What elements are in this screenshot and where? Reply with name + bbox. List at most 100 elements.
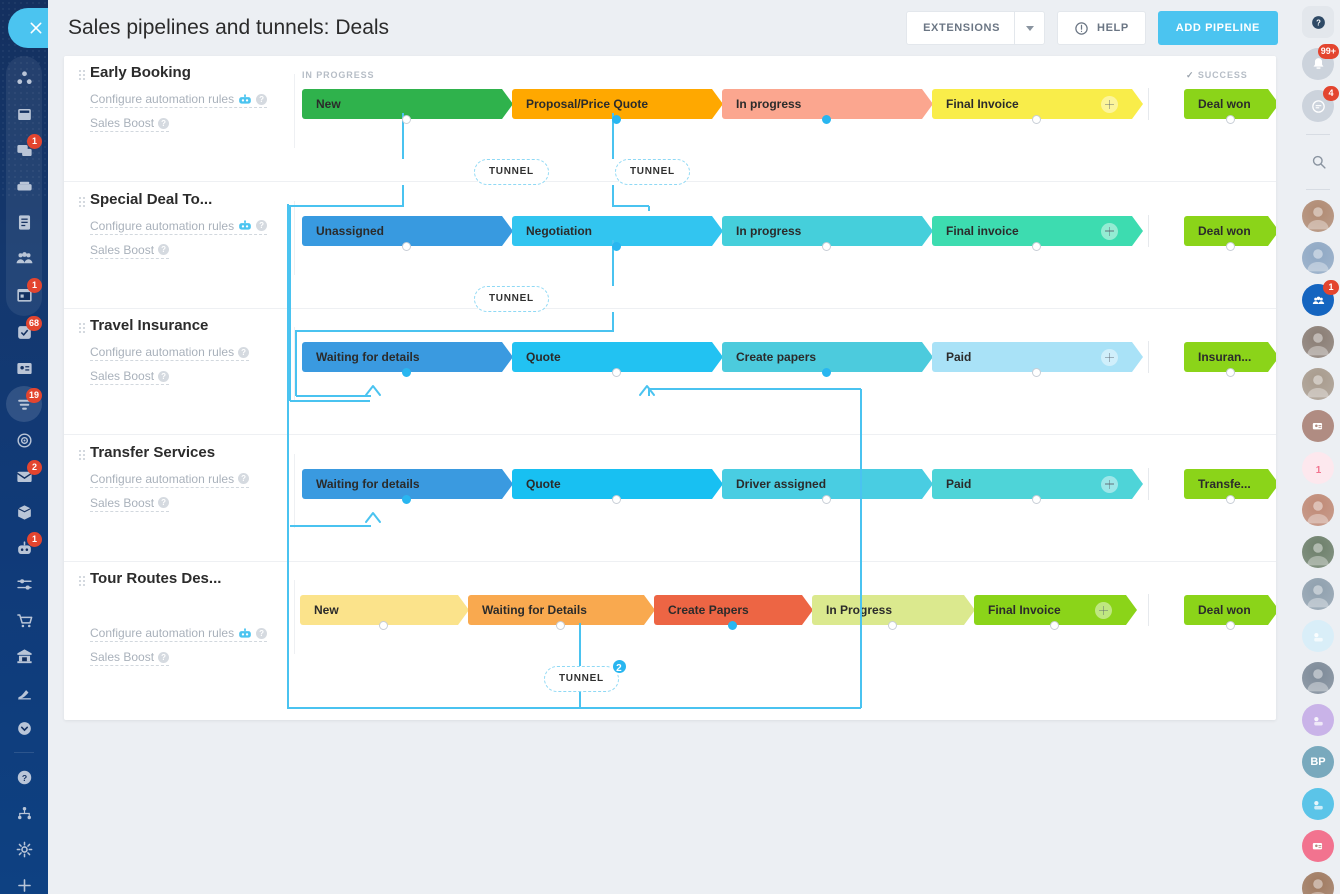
help-hint-icon[interactable]: ? <box>158 244 170 255</box>
close-icon[interactable] <box>8 8 48 48</box>
pipeline-stage[interactable]: Waiting for Details <box>468 595 655 630</box>
stage-connector-node[interactable] <box>1050 621 1059 630</box>
avatar[interactable] <box>1302 242 1334 274</box>
sidebar-item-tasks[interactable]: 68 <box>6 314 42 350</box>
add-stage-button[interactable] <box>1101 349 1118 366</box>
drag-handle[interactable] <box>78 69 86 81</box>
card-icon[interactable] <box>1302 410 1334 442</box>
stage-connector-node[interactable] <box>728 621 737 630</box>
avatar[interactable] <box>1302 368 1334 400</box>
sales-boost-link[interactable]: Sales Boost ? <box>90 496 170 512</box>
configure-automation-rules-link[interactable]: Configure automation rules ? <box>90 345 250 361</box>
pipeline-success-stage[interactable]: Transfe... <box>1184 468 1276 504</box>
avatar[interactable] <box>1302 662 1334 694</box>
pipeline-stage[interactable]: Paid <box>932 468 1143 504</box>
sidebar-item-gear[interactable] <box>6 831 42 867</box>
stage-connector-node[interactable] <box>1226 241 1235 251</box>
sidebar-item-target[interactable] <box>6 422 42 458</box>
pipeline-success-stage[interactable]: Deal won <box>1184 595 1276 630</box>
avatar[interactable] <box>1302 200 1334 232</box>
sidebar-item-sitemap[interactable] <box>6 795 42 831</box>
help-hint-icon[interactable]: ? <box>158 497 170 508</box>
stage-connector-node[interactable] <box>1226 621 1235 630</box>
stage-connector-node[interactable] <box>822 368 831 377</box>
help-hint-icon[interactable]: ? <box>158 651 170 663</box>
illustration-icon[interactable] <box>1302 704 1334 736</box>
add-stage-button[interactable] <box>1101 96 1118 113</box>
sidebar-item-feed[interactable] <box>6 96 42 132</box>
sidebar-item-plus[interactable] <box>6 867 42 894</box>
sidebar-item-documents[interactable] <box>6 204 42 240</box>
stage-connector-node[interactable] <box>822 241 831 251</box>
stage-connector-node[interactable] <box>402 241 411 251</box>
illustration-icon[interactable] <box>1302 620 1334 652</box>
avatar[interactable] <box>1302 536 1334 568</box>
pipeline-stage[interactable]: New <box>300 595 469 630</box>
add-stage-button[interactable] <box>1101 475 1118 493</box>
card-icon[interactable] <box>1302 830 1334 862</box>
notifications-bell-icon[interactable]: 99+ <box>1302 44 1339 80</box>
tunnel-pill[interactable]: TUNNEL <box>474 159 549 185</box>
pipeline-stage[interactable]: Final Invoice <box>974 595 1137 630</box>
sidebar-item-calendar[interactable]: 1 <box>6 276 42 312</box>
tunnel-pill[interactable]: TUNNEL <box>615 159 690 185</box>
sidebar-item-inventory[interactable] <box>6 494 42 530</box>
stage-connector-node[interactable] <box>1032 115 1041 124</box>
pipeline-stage[interactable]: Create Papers <box>654 595 813 630</box>
stage-connector-node[interactable] <box>1226 115 1235 124</box>
add-pipeline-button[interactable]: ADD PIPELINE <box>1157 11 1278 45</box>
sidebar-item-chat[interactable]: 1 <box>6 132 42 168</box>
sidebar-item-network[interactable] <box>6 60 42 96</box>
sidebar-item-shop[interactable] <box>6 602 42 638</box>
stage-connector-node[interactable] <box>822 115 831 124</box>
avatar[interactable] <box>1302 326 1334 358</box>
drag-handle[interactable] <box>78 322 86 334</box>
pipeline-stage[interactable]: Paid <box>932 342 1143 377</box>
extensions-dropdown-toggle[interactable] <box>1014 11 1044 45</box>
sales-boost-link[interactable]: Sales Boost ? <box>90 116 170 132</box>
drag-handle[interactable] <box>78 448 86 461</box>
sidebar-item-groups[interactable] <box>6 240 42 276</box>
sales-boost-link[interactable]: Sales Boost ? <box>90 243 170 259</box>
sidebar-item-chevron-down[interactable] <box>6 710 42 746</box>
pipeline-stage[interactable]: Negotiation <box>512 215 723 251</box>
sidebar-item-help[interactable]: ? <box>6 759 42 795</box>
help-hint-icon[interactable]: ? <box>256 627 268 639</box>
stage-connector-node[interactable] <box>612 368 621 377</box>
drag-handle[interactable] <box>78 195 86 208</box>
pipeline-success-stage[interactable]: Insuran... <box>1184 342 1276 377</box>
help-button-icon[interactable]: ? <box>1302 6 1334 38</box>
pipeline-stage[interactable]: Final invoice <box>932 215 1143 251</box>
pipeline-stage[interactable]: Quote <box>512 342 723 377</box>
sidebar-item-drive[interactable] <box>6 168 42 204</box>
avatar[interactable] <box>1302 578 1334 610</box>
pipeline-success-stage[interactable]: Deal won <box>1184 89 1276 124</box>
pipeline-stage[interactable]: Quote <box>512 468 723 504</box>
add-stage-button[interactable] <box>1101 222 1118 240</box>
stage-connector-node[interactable] <box>612 241 621 251</box>
avatar[interactable] <box>1302 494 1334 526</box>
stage-connector-node[interactable] <box>402 115 411 124</box>
sidebar-item-company[interactable] <box>6 638 42 674</box>
sales-boost-link[interactable]: Sales Boost ? <box>90 650 170 666</box>
avatar-initials[interactable]: BP <box>1302 746 1334 778</box>
stage-connector-node[interactable] <box>1226 494 1235 504</box>
stage-connector-node[interactable] <box>379 621 388 630</box>
pipeline-stage[interactable]: Final Invoice <box>932 89 1143 124</box>
pipeline-stage[interactable]: In Progress <box>812 595 975 630</box>
stage-connector-node[interactable] <box>402 368 411 377</box>
messages-icon[interactable]: 4 <box>1302 86 1339 122</box>
sidebar-item-sign[interactable] <box>6 674 42 710</box>
stage-connector-node[interactable] <box>612 115 621 124</box>
stage-connector-node[interactable] <box>1032 241 1041 251</box>
sidebar-item-settings-sliders[interactable] <box>6 566 42 602</box>
pipeline-stage[interactable]: Proposal/Price Quote <box>512 89 723 124</box>
illustration-icon[interactable] <box>1302 788 1334 820</box>
pipeline-stage[interactable]: In progress <box>722 215 933 251</box>
help-hint-icon[interactable]: ? <box>158 370 170 382</box>
help-hint-icon[interactable]: ? <box>158 117 170 129</box>
pipeline-success-stage[interactable]: Deal won <box>1184 215 1276 251</box>
configure-automation-rules-link[interactable]: Configure automation rules ? <box>90 92 268 108</box>
stage-connector-node[interactable] <box>612 494 621 504</box>
